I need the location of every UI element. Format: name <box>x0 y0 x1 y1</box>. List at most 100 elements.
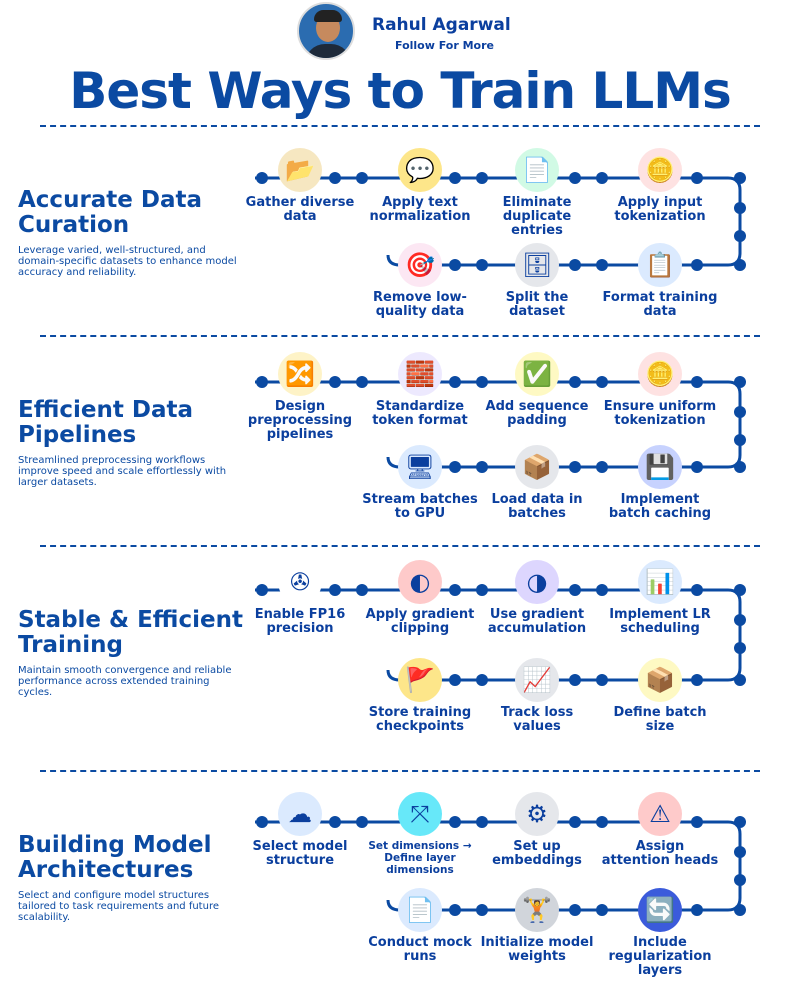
track-dot <box>569 584 581 596</box>
target-icon: 🎯 <box>398 243 442 287</box>
process-track <box>255 376 746 473</box>
section-title: Stable & Efficient Training <box>18 607 243 658</box>
track-dot <box>329 172 341 184</box>
section-divider <box>40 545 760 547</box>
folder-icon: 📂 <box>278 148 322 192</box>
track-dot <box>256 584 268 596</box>
step-label: Set dimensions → Define layer dimensions <box>368 840 472 876</box>
step-label: Apply text normalization <box>369 195 471 224</box>
step-label: Add sequence padding <box>485 399 589 428</box>
page-title: Best Ways to Train LLMs <box>69 62 731 120</box>
track-dot <box>734 376 746 388</box>
speech-bubble-icon: 💬 <box>398 148 442 192</box>
track-dot <box>356 816 368 828</box>
database-icon: 🗄 <box>515 243 559 287</box>
track-dot <box>691 461 703 473</box>
schedule-chart-icon: 📊 <box>638 560 682 604</box>
track-dot <box>476 904 488 916</box>
step-label: Include regularization layers <box>608 935 712 978</box>
section-description: Maintain smooth convergence and reliable… <box>18 665 232 698</box>
track-dot <box>691 816 703 828</box>
documents-icon: 📄 <box>515 148 559 192</box>
pipeline-icon: 🔀 <box>278 352 322 396</box>
track-dot <box>449 172 461 184</box>
track-dot <box>329 376 341 388</box>
step-label: Load data in batches <box>491 492 583 521</box>
track-dot <box>691 376 703 388</box>
step-label: Store training checkpoints <box>368 705 472 734</box>
section-description: Leverage varied, well-structured, and do… <box>18 245 237 278</box>
step-label: Eliminate duplicate entries <box>502 195 572 238</box>
track-dot <box>734 461 746 473</box>
track-dot <box>734 816 746 828</box>
code-gear-icon: ⚙ <box>515 792 559 836</box>
padding-icon: ✅ <box>515 352 559 396</box>
track-dot <box>569 904 581 916</box>
follow-text: Follow For More <box>395 39 494 52</box>
track-dot <box>449 674 461 686</box>
track-dot <box>256 172 268 184</box>
step-label: Implement LR scheduling <box>609 607 711 636</box>
track-dot <box>449 376 461 388</box>
track-dot <box>569 674 581 686</box>
step-label: Split the dataset <box>505 290 569 319</box>
track-dot <box>734 904 746 916</box>
process-track <box>255 816 746 916</box>
step-label: Set up embeddings <box>492 839 582 868</box>
track-dot <box>596 904 608 916</box>
token-hand-icon: 🪙 <box>638 148 682 192</box>
track-dot <box>449 461 461 473</box>
cloud-network-icon: ☁ <box>278 792 322 836</box>
track-dot <box>734 202 746 214</box>
step-label: Define batch size <box>613 705 707 734</box>
track-dot <box>734 642 746 654</box>
step-label: Enable FP16 precision <box>254 607 346 636</box>
track-dot <box>256 376 268 388</box>
step-label: Ensure uniform tokenization <box>603 399 717 428</box>
step-label: Standardize token format <box>372 399 468 428</box>
track-dot <box>691 904 703 916</box>
track-dot <box>734 406 746 418</box>
step-label: Stream batches to GPU <box>362 492 478 521</box>
memory-chip-icon: 💾 <box>638 445 682 489</box>
track-dot <box>476 816 488 828</box>
section-title: Building Model Architectures <box>18 832 212 883</box>
track-dot <box>356 376 368 388</box>
author-name: Rahul Agarwal <box>372 15 511 35</box>
track-dot <box>734 172 746 184</box>
track-dot <box>734 584 746 596</box>
section-description: Select and configure model structures ta… <box>18 890 219 923</box>
track-dot <box>569 816 581 828</box>
track-dot <box>734 846 746 858</box>
track-dot <box>691 584 703 596</box>
step-label: Use gradient accumulation <box>487 607 587 636</box>
track-dot <box>691 259 703 271</box>
monitor-chart-icon: 📈 <box>515 658 559 702</box>
section-divider <box>40 335 760 337</box>
author-avatar <box>297 2 355 60</box>
refresh-icon: 🔄 <box>638 888 682 932</box>
track-dot <box>569 172 581 184</box>
head-alert-icon: ⚠ <box>638 792 682 836</box>
track-dot <box>596 674 608 686</box>
track-dot <box>691 674 703 686</box>
track-dot <box>734 434 746 446</box>
track-dot <box>569 376 581 388</box>
track-dot <box>476 584 488 596</box>
track-dot <box>596 461 608 473</box>
track-dot <box>596 816 608 828</box>
track-dot <box>449 904 461 916</box>
step-label: Conduct mock runs <box>368 935 472 964</box>
track-dot <box>356 172 368 184</box>
track-dot <box>476 461 488 473</box>
process-track <box>255 584 746 686</box>
process-track <box>255 172 746 271</box>
step-label: Initialize model weights <box>480 935 594 964</box>
stack-icon: 🧱 <box>398 352 442 396</box>
track-dot <box>476 259 488 271</box>
track-dot <box>256 816 268 828</box>
checkpoint-flag-icon: 🚩 <box>398 658 442 702</box>
step-label: Implement batch caching <box>608 492 712 521</box>
track-dot <box>449 816 461 828</box>
